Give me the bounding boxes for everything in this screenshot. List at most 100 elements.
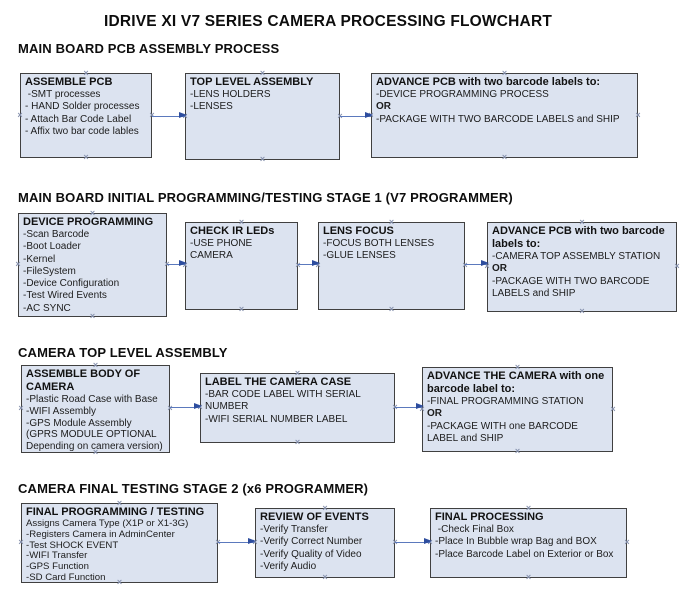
node-lines: Assigns Camera Type (X1P or X1-3G)-Regis… bbox=[26, 518, 213, 584]
flow-arrow bbox=[167, 260, 187, 267]
box-line: -CAMERA TOP ASSEMBLY STATION bbox=[492, 251, 661, 262]
box-line: -AC SYNC bbox=[23, 302, 71, 314]
flow-arrow bbox=[395, 538, 432, 545]
box-line: -SD Card Function bbox=[26, 571, 106, 583]
node-final-processing: FINAL PROCESSING -Check Final Box-Place … bbox=[427, 504, 629, 582]
node-label-camera-case: LABEL THE CAMERA CASE -BAR CODE LABEL WI… bbox=[197, 369, 397, 447]
box-line: -PACKAGE WITH one BARCODE LABEL and SHIP bbox=[427, 420, 578, 444]
node-title: REVIEW OF EVENTS bbox=[260, 511, 369, 523]
box-line: Depending on camera version) bbox=[26, 441, 163, 453]
box-line: -PACKAGE WITH TWO BARCODE LABELS and SHI… bbox=[376, 113, 620, 125]
node-review-of-events: REVIEW OF EVENTS -Verify Transfer-Verify… bbox=[252, 504, 397, 582]
node-title: CHECK IR LEDs bbox=[190, 225, 275, 237]
connection-handle-icon: × bbox=[17, 109, 23, 120]
node-assemble-body: ASSEMBLE BODY OF CAMERA -Plastic Road Ca… bbox=[18, 361, 172, 457]
node-title: ADVANCE PCB with two barcode labels to: bbox=[492, 225, 665, 250]
box-line: OR bbox=[492, 263, 507, 275]
node-check-ir-leds: CHECK IR LEDs -USE PHONE CAMERA ×××× bbox=[182, 218, 300, 314]
box-line: -Verify Quality of Video bbox=[260, 548, 362, 560]
node-final-programming-testing: FINAL PROGRAMMING / TESTING Assigns Came… bbox=[18, 499, 220, 587]
connection-handle-icon: × bbox=[322, 572, 328, 582]
box-line: -Verify Correct Number bbox=[260, 536, 363, 548]
node-advance-pcb-2: ADVANCE PCB with two barcode labels to: … bbox=[484, 218, 679, 316]
node-title: LENS FOCUS bbox=[323, 225, 394, 237]
flow-arrow bbox=[152, 112, 187, 119]
box-line: -Registers Camera in AdminCenter bbox=[26, 528, 175, 540]
box-line: - HAND Solder processes bbox=[25, 101, 140, 113]
box-line: -Place Barcode Label on Exterior or Box bbox=[435, 548, 614, 560]
node-title: FINAL PROGRAMMING / TESTING bbox=[26, 506, 205, 518]
connection-handle-icon: × bbox=[167, 403, 173, 413]
node-title: ADVANCE THE CAMERA with one barcode labe… bbox=[427, 370, 605, 395]
node-advance-camera: ADVANCE THE CAMERA with one barcode labe… bbox=[419, 363, 615, 456]
connection-handle-icon: × bbox=[18, 403, 24, 413]
box-line: OR bbox=[427, 408, 442, 420]
flow-arrow bbox=[218, 538, 256, 545]
box-line: -Kernel bbox=[23, 253, 56, 265]
connection-handle-icon: × bbox=[624, 537, 630, 547]
box-line: - Affix two bar code lables bbox=[25, 125, 139, 137]
box-line: (GPRS MODULE OPTIONAL bbox=[26, 429, 157, 441]
connection-handle-icon: × bbox=[259, 154, 266, 164]
node-lines: -SMT processes- HAND Solder processes- A… bbox=[25, 89, 147, 138]
connection-handle-icon: × bbox=[462, 260, 468, 270]
flow-arrow bbox=[395, 403, 424, 410]
box-line: -WIFI SERIAL NUMBER LABEL bbox=[205, 413, 348, 425]
box-line: -LENSES bbox=[190, 101, 233, 113]
box-line: -WIFI Transfer bbox=[26, 550, 88, 562]
connection-handle-icon: × bbox=[18, 537, 24, 547]
connection-handle-icon: × bbox=[238, 304, 245, 314]
node-lines: -Verify Transfer-Verify Correct Number-V… bbox=[260, 524, 390, 573]
node-device-programming: DEVICE PROGRAMMING -Scan Barcode-Boot Lo… bbox=[15, 209, 169, 321]
node-advance-pcb-1: ADVANCE PCB with two barcode labels to: … bbox=[368, 69, 640, 162]
box-line: -BAR CODE LABEL WITH SERIAL NUMBER bbox=[205, 389, 361, 413]
box-line: -FOCUS BOTH LENSES bbox=[323, 238, 435, 249]
box-line: -DEVICE PROGRAMMING PROCESS bbox=[376, 89, 549, 100]
section-heading-final-testing-stage2: CAMERA FINAL TESTING STAGE 2 (x6 PROGRAM… bbox=[18, 481, 369, 496]
node-lens-focus: LENS FOCUS -FOCUS BOTH LENSES-GLUE LENSE… bbox=[315, 218, 467, 314]
connection-handle-icon: × bbox=[610, 403, 616, 414]
node-lines: -Plastic Road Case with Base-WIFI Assemb… bbox=[26, 394, 165, 453]
node-title: ADVANCE PCB with two barcode labels to: bbox=[376, 76, 601, 88]
box-line: -Place In Bubble wrap Bag and BOX bbox=[435, 536, 597, 548]
box-line: -Device Configuration bbox=[23, 278, 120, 290]
connection-handle-icon: × bbox=[388, 304, 395, 314]
connection-handle-icon: × bbox=[294, 437, 301, 447]
connection-handle-icon: × bbox=[674, 261, 680, 271]
connection-handle-icon: × bbox=[149, 109, 155, 120]
connection-handle-icon: × bbox=[514, 446, 521, 456]
box-line: OR bbox=[376, 101, 391, 113]
box-line: - Attach Bar Code Label bbox=[25, 113, 132, 125]
box-line: -GPS Module Assembly bbox=[26, 417, 132, 429]
node-top-level-assembly: TOP LEVEL ASSEMBLY -LENS HOLDERS-LENSES … bbox=[182, 69, 342, 164]
box-line: -Verify Audio bbox=[260, 560, 317, 572]
connection-handle-icon: × bbox=[295, 260, 301, 270]
connection-handle-icon: × bbox=[579, 306, 585, 316]
connection-handle-icon: × bbox=[15, 259, 21, 269]
box-line: -SMT processes bbox=[25, 89, 101, 100]
box-line: -LENS HOLDERS bbox=[190, 89, 271, 100]
box-line: -USE PHONE CAMERA bbox=[190, 238, 253, 262]
connection-handle-icon: × bbox=[525, 572, 532, 582]
box-line: -Test SHOCK EVENT bbox=[26, 539, 119, 551]
box-line: -Test Wired Events bbox=[23, 290, 107, 302]
box-line: -FileSystem bbox=[23, 265, 76, 277]
node-title: DEVICE PROGRAMMING bbox=[23, 216, 154, 228]
flow-arrow bbox=[170, 403, 202, 410]
node-lines: -LENS HOLDERS-LENSES bbox=[190, 89, 335, 114]
node-lines: -Scan Barcode-Boot Loader-Kernel-FileSys… bbox=[23, 229, 162, 315]
node-lines: -USE PHONE CAMERA bbox=[190, 238, 293, 263]
box-line: -PACKAGE WITH TWO BARCODE LABELS and SHI… bbox=[492, 275, 650, 299]
node-assemble-pcb: ASSEMBLE PCB -SMT processes- HAND Solder… bbox=[17, 69, 154, 162]
connection-handle-icon: × bbox=[635, 109, 641, 120]
section-heading-programming-stage1: MAIN BOARD INITIAL PROGRAMMING/TESTING S… bbox=[18, 190, 513, 205]
section-heading-pcb-assembly: MAIN BOARD PCB ASSEMBLY PROCESS bbox=[18, 41, 280, 56]
box-line: -WIFI Assembly bbox=[26, 405, 97, 417]
box-line: -Boot Loader bbox=[23, 241, 81, 253]
section-heading-camera-top-assembly: CAMERA TOP LEVEL ASSEMBLY bbox=[18, 345, 228, 360]
connection-handle-icon: × bbox=[501, 152, 508, 162]
